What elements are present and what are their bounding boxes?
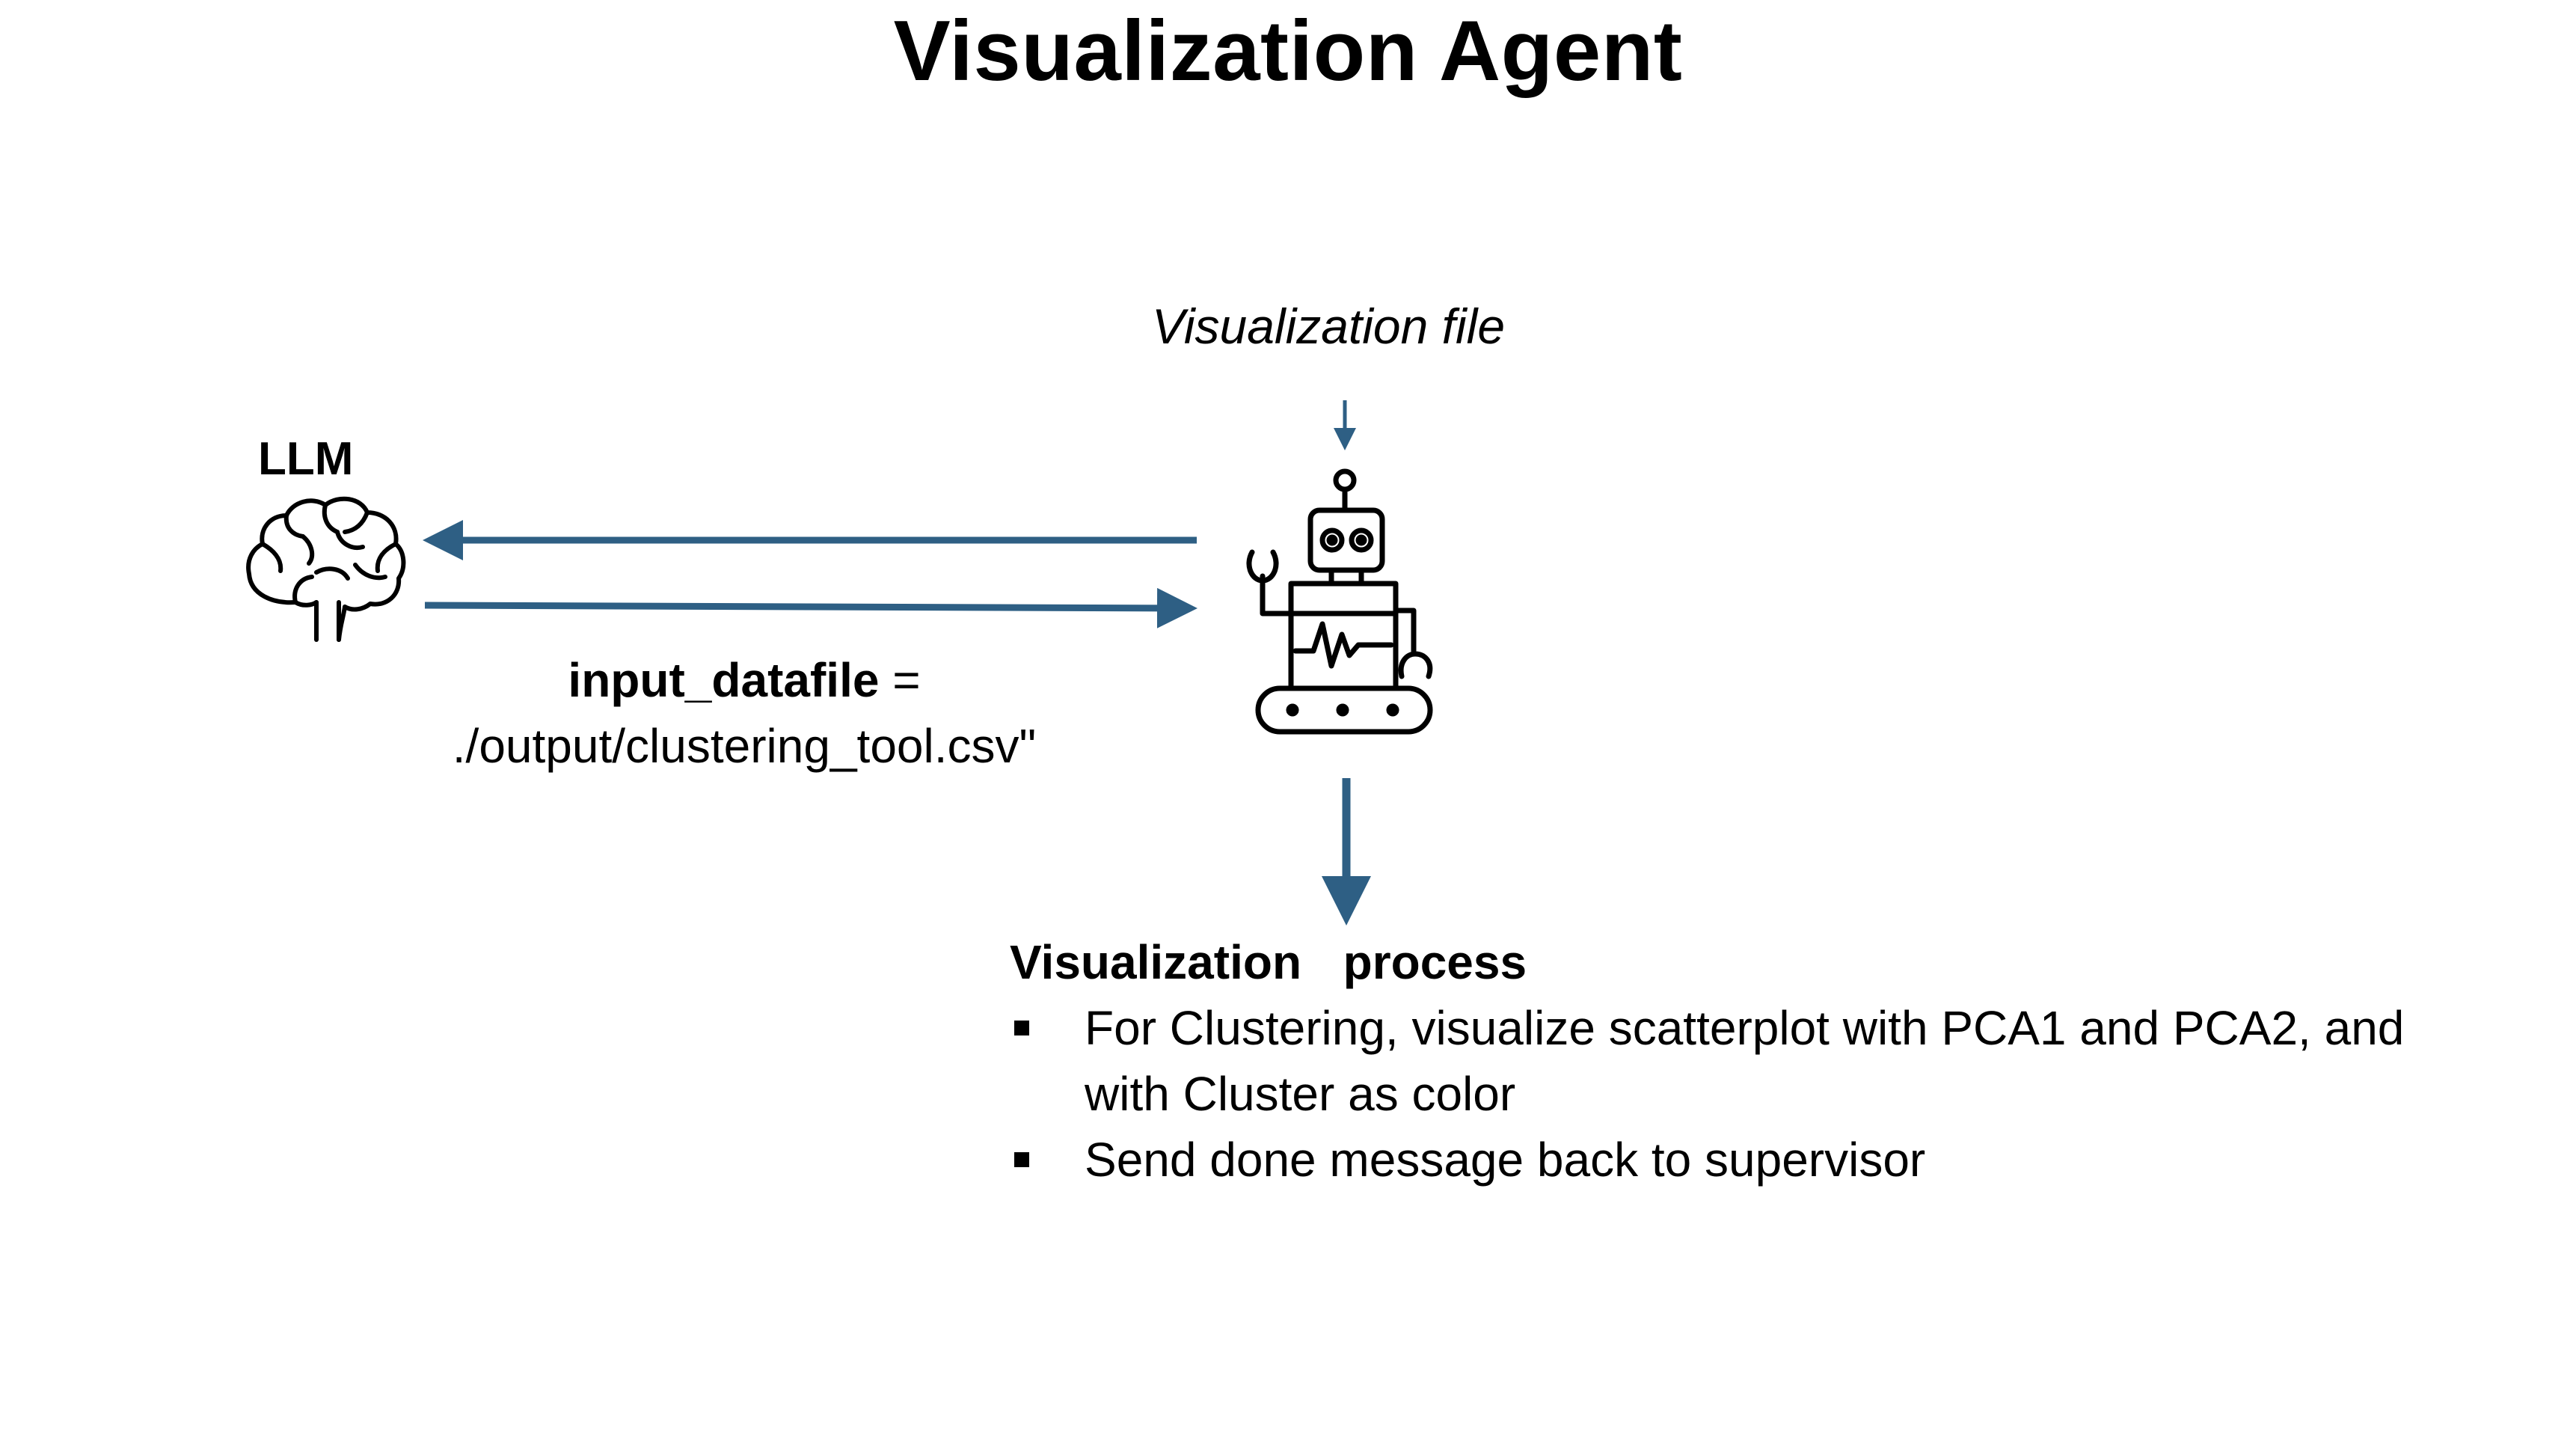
list-item: Send done message back to supervisor [1010,1127,2468,1193]
llm-label: LLM [258,433,354,485]
arrow-llm-to-agent [424,587,1197,628]
page-title: Visualization Agent [893,4,1683,99]
input-datafile-value: ./output/clustering_tool.csv" [452,719,1037,773]
visualization-file-label: Visualization file [1152,299,1506,354]
visualization-process-box: Visualization process For Clustering, vi… [1010,929,2468,1193]
brain-icon [246,496,406,642]
process-step-text: Send done message back to supervisor [1085,1133,1926,1187]
bullet-square-icon [1014,1021,1029,1035]
input-datafile-key: input_datafile [568,653,880,707]
process-list: For Clustering, visualize scatterplot wi… [1010,995,2468,1193]
bullet-square-icon [1014,1152,1029,1167]
input-datafile-equals: = [879,653,921,707]
process-title: Visualization process [1010,935,1527,989]
process-step-text: For Clustering, visualize scatterplot wi… [1085,1001,2405,1121]
list-item: For Clustering, visualize scatterplot wi… [1010,995,2468,1127]
input-datafile-label: input_datafile = ./output/clustering_too… [396,647,1092,779]
robot-icon [1246,468,1433,735]
